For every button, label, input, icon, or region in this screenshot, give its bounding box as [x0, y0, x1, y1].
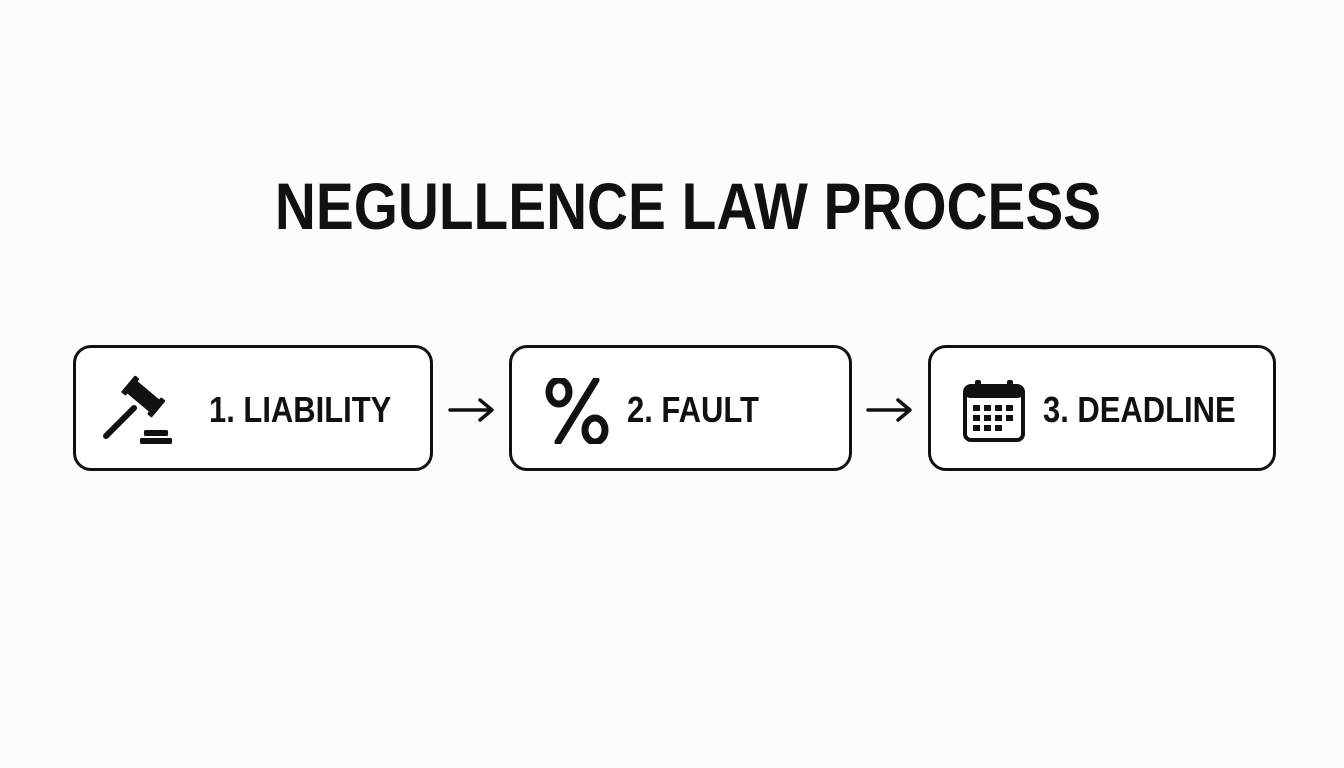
step-fault-label: 2. FAULT: [627, 389, 759, 430]
step-liability-box: 1. LIABILITY: [73, 345, 433, 471]
step-deadline-box: 3. DEADLINE: [928, 345, 1276, 471]
step-fault-box: 2. FAULT: [509, 345, 852, 471]
diagram-title: NEGULLENCE LAW PROCESS: [274, 169, 1102, 243]
arrow-right-icon: [866, 398, 912, 422]
gavel-icon: [103, 375, 172, 444]
arrow-right-icon: [448, 398, 494, 422]
percent-icon: [545, 378, 609, 444]
calendar-icon: [963, 380, 1025, 442]
step-deadline-label: 3. DEADLINE: [1043, 389, 1236, 430]
step-liability-label: 1. LIABILITY: [209, 389, 392, 430]
